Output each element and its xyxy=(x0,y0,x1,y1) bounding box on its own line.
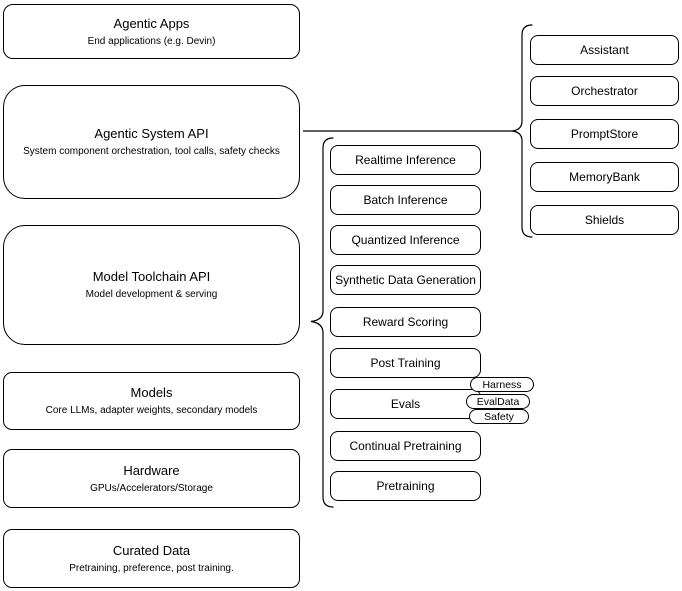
brace-components-group xyxy=(511,24,533,238)
node-subtitle: GPUs/Accelerators/Storage xyxy=(90,482,213,494)
node-label: Batch Inference xyxy=(363,193,448,207)
node-memorybank: MemoryBank xyxy=(530,162,679,192)
node-label: Evals xyxy=(390,397,421,411)
node-post-training: Post Training xyxy=(330,348,481,378)
node-assistant: Assistant xyxy=(530,35,679,65)
node-hardware: Hardware GPUs/Accelerators/Storage xyxy=(3,449,300,508)
node-continual-pretraining: Continual Pretraining xyxy=(330,431,481,461)
node-label: Shields xyxy=(584,213,625,227)
node-reward-scoring: Reward Scoring xyxy=(330,307,481,337)
node-evals: Evals xyxy=(330,389,481,419)
tag-label: Harness xyxy=(482,378,522,391)
node-label: Synthetic Data Generation xyxy=(335,273,476,287)
tag-evaldata: EvalData xyxy=(466,394,530,409)
tag-label: EvalData xyxy=(476,395,520,408)
node-title: Agentic Apps xyxy=(113,15,190,31)
node-title: Model Toolchain API xyxy=(92,269,211,284)
node-label: Post Training xyxy=(370,356,441,370)
node-models: Models Core LLMs, adapter weights, secon… xyxy=(3,372,300,430)
node-synthetic-data-generation: Synthetic Data Generation xyxy=(330,265,481,295)
node-label: Orchestrator xyxy=(571,84,638,98)
node-subtitle: Pretraining, preference, post training. xyxy=(69,562,234,574)
node-label: PromptStore xyxy=(570,127,639,141)
node-shields: Shields xyxy=(530,205,679,235)
node-label: Reward Scoring xyxy=(362,315,449,329)
node-subtitle: End applications (e.g. Devin) xyxy=(87,35,216,47)
node-label: MemoryBank xyxy=(569,170,640,184)
node-label: Assistant xyxy=(580,43,629,57)
node-title: Curated Data xyxy=(112,542,191,558)
node-curated-data: Curated Data Pretraining, preference, po… xyxy=(3,529,300,588)
node-title: Hardware xyxy=(123,462,180,478)
node-model-toolchain-api: Model Toolchain API Model development & … xyxy=(3,225,300,345)
node-title: Models xyxy=(130,385,173,400)
node-quantized-inference: Quantized Inference xyxy=(330,225,481,255)
tag-safety: Safety xyxy=(469,409,529,424)
node-agentic-system-api: Agentic System API System component orch… xyxy=(3,85,300,199)
node-subtitle: System component orchestration, tool cal… xyxy=(23,146,280,157)
node-pretraining: Pretraining xyxy=(330,471,481,501)
node-label: Quantized Inference xyxy=(351,233,460,247)
node-label: Pretraining xyxy=(376,479,435,493)
node-realtime-inference: Realtime Inference xyxy=(330,145,481,175)
node-agentic-apps: Agentic Apps End applications (e.g. Devi… xyxy=(3,4,300,59)
tag-label: Safety xyxy=(484,410,514,423)
node-orchestrator: Orchestrator xyxy=(530,76,679,106)
node-batch-inference: Batch Inference xyxy=(330,185,481,215)
node-promptstore: PromptStore xyxy=(530,119,679,149)
node-title: Agentic System API xyxy=(94,126,209,141)
node-subtitle: Core LLMs, adapter weights, secondary mo… xyxy=(45,405,258,416)
node-label: Realtime Inference xyxy=(355,153,456,167)
node-subtitle: Model development & serving xyxy=(85,289,218,300)
tag-harness: Harness xyxy=(470,377,534,392)
node-label: Continual Pretraining xyxy=(349,439,462,453)
